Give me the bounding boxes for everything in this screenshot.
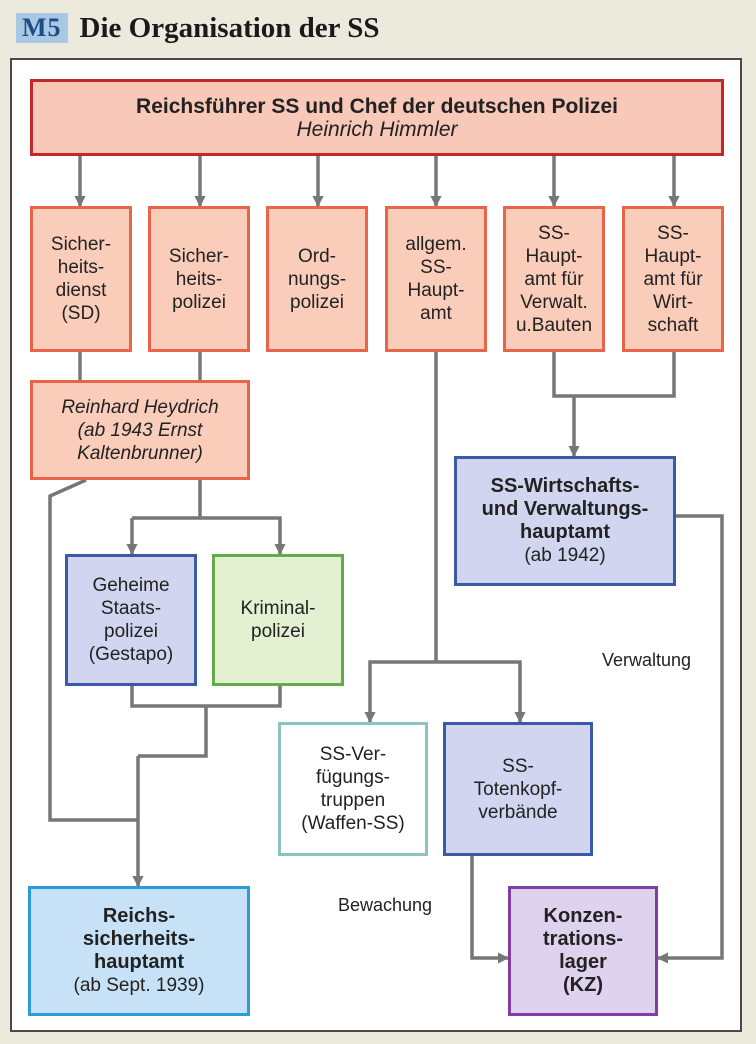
arrow-to-tk bbox=[436, 660, 526, 724]
box-gestapo: Geheime Staats- polizei (Gestapo) bbox=[65, 554, 197, 686]
box-verfuegungstruppen: SS-Ver- fügungs- truppen (Waffen-SS) bbox=[278, 722, 428, 856]
reichsfuehrer-box: Reichsführer SS und Chef der deutschen P… bbox=[30, 79, 724, 156]
arrow-split-kripo bbox=[200, 516, 286, 556]
arrow-wvha-kz bbox=[656, 514, 724, 964]
box-heydrich: Reinhard Heydrich (ab 1943 Ernst Kaltenb… bbox=[30, 380, 250, 480]
header: M5 Die Organisation der SS bbox=[16, 8, 380, 48]
arrow-to-vt bbox=[364, 660, 436, 724]
arrow-tk-kz bbox=[470, 856, 510, 964]
box-sicherheitsdienst: Sicher- heits- dienst (SD) bbox=[30, 206, 132, 352]
label-bewachung: Bewachung bbox=[338, 895, 433, 915]
wvha-title: SS-Wirtschafts- und Verwaltungs- hauptam… bbox=[481, 475, 649, 543]
diagram-frame: Reichsführer SS und Chef der deutschen P… bbox=[10, 58, 742, 1032]
wvha-subtitle: (ab 1942) bbox=[524, 545, 606, 566]
box-ordnungspolizei: Ord- nungs- polizei bbox=[266, 206, 368, 352]
line-heydrich-split bbox=[132, 480, 202, 520]
line-join-down bbox=[138, 706, 208, 758]
page-title: Die Organisation der SS bbox=[79, 11, 380, 44]
connector-lines bbox=[48, 156, 724, 964]
box-totenkopfverbaende: SS- Totenkopf- verbände bbox=[443, 722, 593, 856]
label-verwaltung: Verwaltung bbox=[602, 650, 692, 670]
box-reichssicherheitshauptamt: Reichs- sicherheits- hauptamt (ab Sept. … bbox=[28, 886, 250, 1016]
box-allgemeines-ss-hauptamt: allgem. SS- Haupt- amt bbox=[385, 206, 487, 352]
line-verwaltung-wirtschaft-join bbox=[552, 352, 676, 398]
material-badge: M5 bbox=[16, 13, 68, 43]
box-ss-hauptamt-wirtschaft: SS- Haupt- amt für Wirt- schaft bbox=[622, 206, 724, 352]
box-wvha: SS-Wirtschafts- und Verwaltungs- hauptam… bbox=[454, 456, 676, 586]
line-gestapo-kripo-join bbox=[130, 686, 282, 708]
reichsfuehrer-title: Reichsführer SS und Chef der deutschen P… bbox=[136, 94, 618, 118]
line-heydrich-rsha bbox=[48, 478, 138, 822]
box-konzentrationslager: Konzen- trations- lager (KZ) bbox=[508, 886, 658, 1016]
box-ss-hauptamt-verwaltung-bauten: SS- Haupt- amt für Verwalt. u.Bauten bbox=[503, 206, 605, 352]
reichsfuehrer-name: Heinrich Himmler bbox=[296, 117, 458, 141]
rsha-title: Reichs- sicherheits- hauptamt bbox=[82, 905, 196, 973]
rsha-subtitle: (ab Sept. 1939) bbox=[73, 975, 205, 996]
box-sicherheitspolizei: Sicher- heits- polizei bbox=[148, 206, 250, 352]
box-kriminalpolizei: Kriminal- polizei bbox=[212, 554, 344, 686]
